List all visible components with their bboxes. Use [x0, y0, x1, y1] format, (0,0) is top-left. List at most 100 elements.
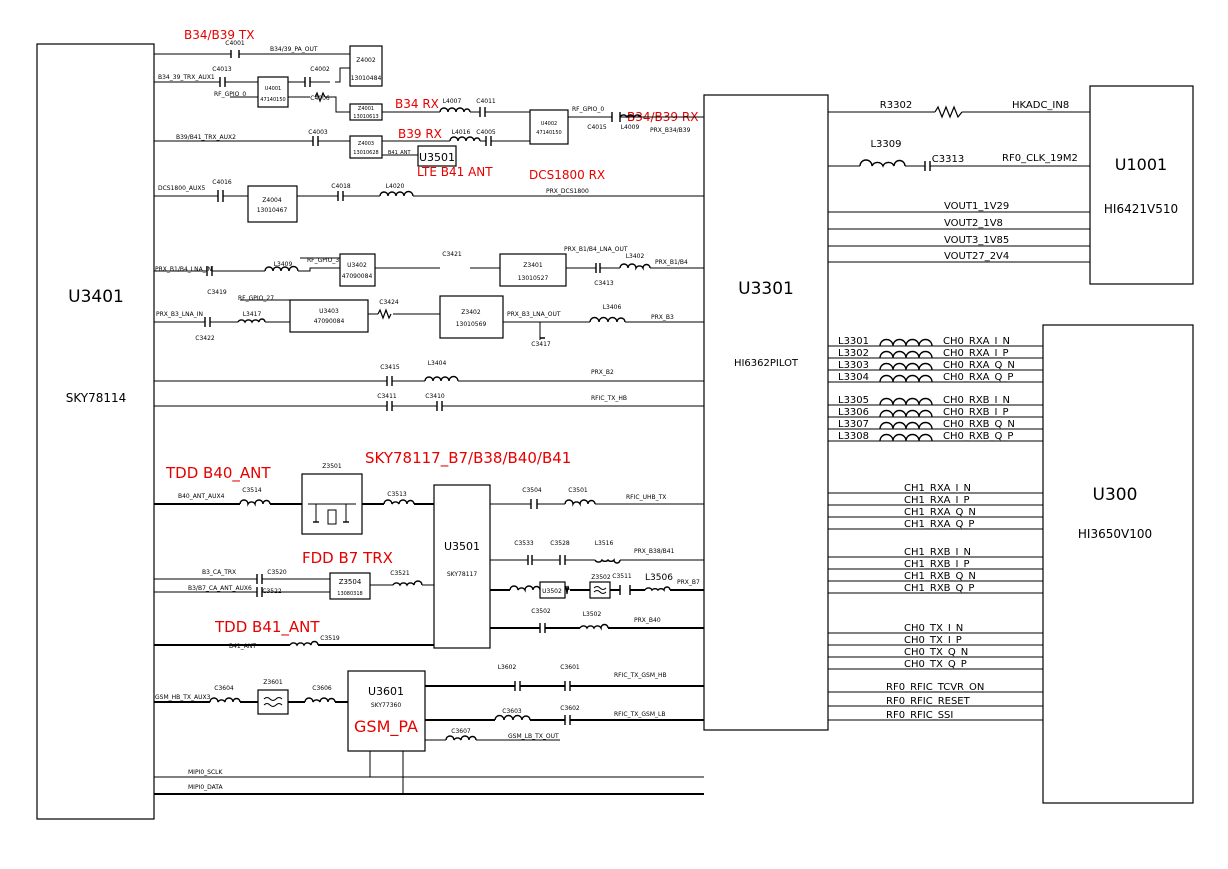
net-mipi0-sclk: MIPI0_SCLK: [188, 769, 223, 776]
u300-signal-labels: L3301L3302L3303L3304L3305L3306L3307L3308…: [838, 336, 1015, 721]
u300-ch1-rxa-label: CH1_RXA_Q_P: [904, 519, 974, 530]
label-L3502: L3502: [583, 611, 602, 618]
label-L3402: L3402: [626, 253, 645, 260]
net-prx-b1-b4-lna-out: PRX_B1/B4_LNA_OUT: [564, 246, 628, 253]
label-L3309: L3309: [870, 139, 901, 150]
net-hkadc-in8: HKADC_IN8: [1012, 100, 1069, 111]
label-L4020: L4020: [386, 183, 405, 190]
label-L4016: L4016: [452, 129, 471, 136]
u300-inductor-bank: [879, 338, 933, 442]
net-rf-gpio-0b: RF_GPIO_0: [572, 106, 604, 113]
u300-ch1-rxa-label: CH1_RXA_I_N: [904, 483, 971, 494]
module-z3601-ref: Z3601: [263, 679, 283, 686]
chip-u3501: U3501 SKY78117: [433, 484, 491, 649]
net-rfic-tx-hb: RFIC_TX_HB: [591, 395, 627, 402]
label-C3313: C3313: [932, 154, 964, 165]
u300-tx-label: CH0_TX_Q_N: [904, 647, 968, 658]
label-L3602: L3602: [498, 664, 517, 671]
title-lte-b41-ant: LTE B41 ANT: [417, 165, 493, 179]
net-rf0-clk-19m2: RF0_CLK_19M2: [1002, 153, 1078, 164]
module-z3504-ref: Z3504: [339, 578, 362, 586]
net-b34-39-pa-out: B34/39_PA_OUT: [270, 46, 318, 53]
u300-inductor-label: L3308: [838, 431, 869, 442]
chip-u300-ref: U300: [1093, 485, 1138, 505]
module-u3501-small-ref: U3501: [419, 151, 455, 164]
net-vout1: VOUT1_1V29: [944, 201, 1009, 212]
label-L4009: L4009: [621, 124, 640, 131]
label-L3506: L3506: [645, 573, 673, 583]
net-mipi0-data: MIPI0_DATA: [188, 784, 224, 791]
module-z4004: Z4004 13010467: [247, 185, 298, 223]
module-u3403-ref: U3403: [319, 308, 339, 315]
module-z4004-ref: Z4004: [262, 197, 282, 204]
module-u3403: U3403 47090084: [289, 299, 369, 333]
u300-inductor-label: L3307: [838, 419, 869, 430]
title-b34-b39-tx: B34/B39 TX: [184, 28, 254, 42]
inductors: [209, 107, 933, 743]
label-C4018: C4018: [331, 183, 351, 190]
u300-ch0-rx-label: CH0_RXB_I_N: [943, 395, 1010, 406]
module-z3502: Z3502: [589, 574, 611, 599]
u300-ctrl-label: RF0_RFIC_SSI: [886, 710, 953, 721]
chip-u3401-ref: U3401: [68, 287, 124, 307]
label-C4015: C4015: [587, 124, 607, 131]
module-u3402-part: 47090084: [342, 273, 373, 280]
chip-u3301-part: HI6362PILOT: [734, 358, 799, 369]
chip-u3501-part: SKY78117: [447, 571, 477, 578]
module-u4002-ref: U4002: [541, 121, 557, 127]
section-titles: B34/B39 TX B34 RX B39 RX B34/B39 RX LTE …: [165, 28, 698, 637]
label-C3413: C3413: [594, 280, 614, 287]
net-b3-b7-ca-ant-aux6: B3/B7_CA_ANT_AUX6: [188, 585, 252, 592]
label-C3502: C3502: [531, 608, 551, 615]
label-C3411: C3411: [377, 393, 397, 400]
net-prx-b3-lna-out: PRX_B3_LNA_OUT: [507, 311, 561, 318]
module-z4003: Z4003 13010628: [349, 135, 383, 159]
net-rf-gpio-0a: RF_GPIO_0: [214, 91, 246, 98]
module-z4002-ref: Z4002: [356, 57, 376, 64]
net-prx-b34-b39: PRX_B34/B39: [650, 127, 691, 134]
module-z4001-ref: Z4001: [358, 106, 374, 112]
label-C3419: C3419: [207, 289, 227, 296]
net-prx-b3-lna-in: PRX_B3_LNA_IN: [156, 311, 203, 318]
u300-tx-label: CH0_TX_I_N: [904, 623, 963, 634]
label-C3421: C3421: [442, 251, 462, 258]
label-L4007: L4007: [443, 98, 462, 105]
label-C3603: C3603: [502, 708, 522, 715]
label-C4002: C4002: [310, 66, 330, 73]
module-z4001-part: 13010613: [353, 114, 378, 120]
module-z3402-ref: Z3402: [461, 309, 481, 316]
label-C3533: C3533: [514, 540, 534, 547]
label-C3528: C3528: [550, 540, 570, 547]
net-prx-dcs1800: PRX_DCS1800: [546, 188, 589, 195]
label-L3516: L3516: [595, 540, 614, 547]
module-u3403-part: 47090084: [314, 318, 345, 325]
module-z3504: Z3504 13080318: [329, 572, 371, 600]
chip-u3601-label: GSM_PA: [354, 717, 418, 737]
module-u4001-ref: U4001: [265, 86, 281, 92]
title-b34-rx: B34 RX: [395, 97, 439, 111]
label-C3514: C3514: [242, 487, 262, 494]
u300-inductor-label: L3305: [838, 395, 869, 406]
net-vout3: VOUT3_1V85: [944, 235, 1009, 246]
label-C3520: C3520: [267, 569, 287, 576]
label-C3501: C3501: [568, 487, 588, 494]
u300-ch0-rx-label: CH0_RXA_Q_P: [943, 372, 1013, 383]
label-C3410: C3410: [425, 393, 445, 400]
chip-u3601: U3601 SKY77360 GSM_PA: [347, 670, 426, 752]
net-b39-b41-trx-aux2: B39/B41_TRX_AUX2: [176, 134, 236, 141]
net-prx-b7: PRX_B7: [677, 579, 700, 586]
title-fdd-b7-trx: FDD B7 TRX: [302, 549, 393, 567]
module-z3601: Z3601: [257, 679, 289, 715]
u300-ch0-rx-label: CH0_RXB_I_P: [943, 407, 1009, 418]
label-L3406: L3406: [603, 304, 622, 311]
net-labels: B34/39_PA_OUT B34_39_TRX_AUX1 RF_GPIO_0 …: [155, 46, 1078, 791]
title-dcs1800-rx: DCS1800 RX: [529, 168, 605, 182]
title-tdd-b41-ant: TDD B41_ANT: [214, 618, 320, 637]
modules: Z4002 13010484 U4001 47140150 Z4001 1301…: [247, 45, 611, 715]
u300-ch0-rx-label: CH0_RXA_I_P: [943, 348, 1008, 359]
module-u3502-ref: U3502: [542, 588, 562, 595]
capacitors: [204, 50, 931, 725]
module-u3402: U3402 47090084: [339, 253, 376, 287]
chip-u1001-ref: U1001: [1115, 155, 1167, 174]
chip-u3401-part: SKY78114: [66, 391, 127, 405]
